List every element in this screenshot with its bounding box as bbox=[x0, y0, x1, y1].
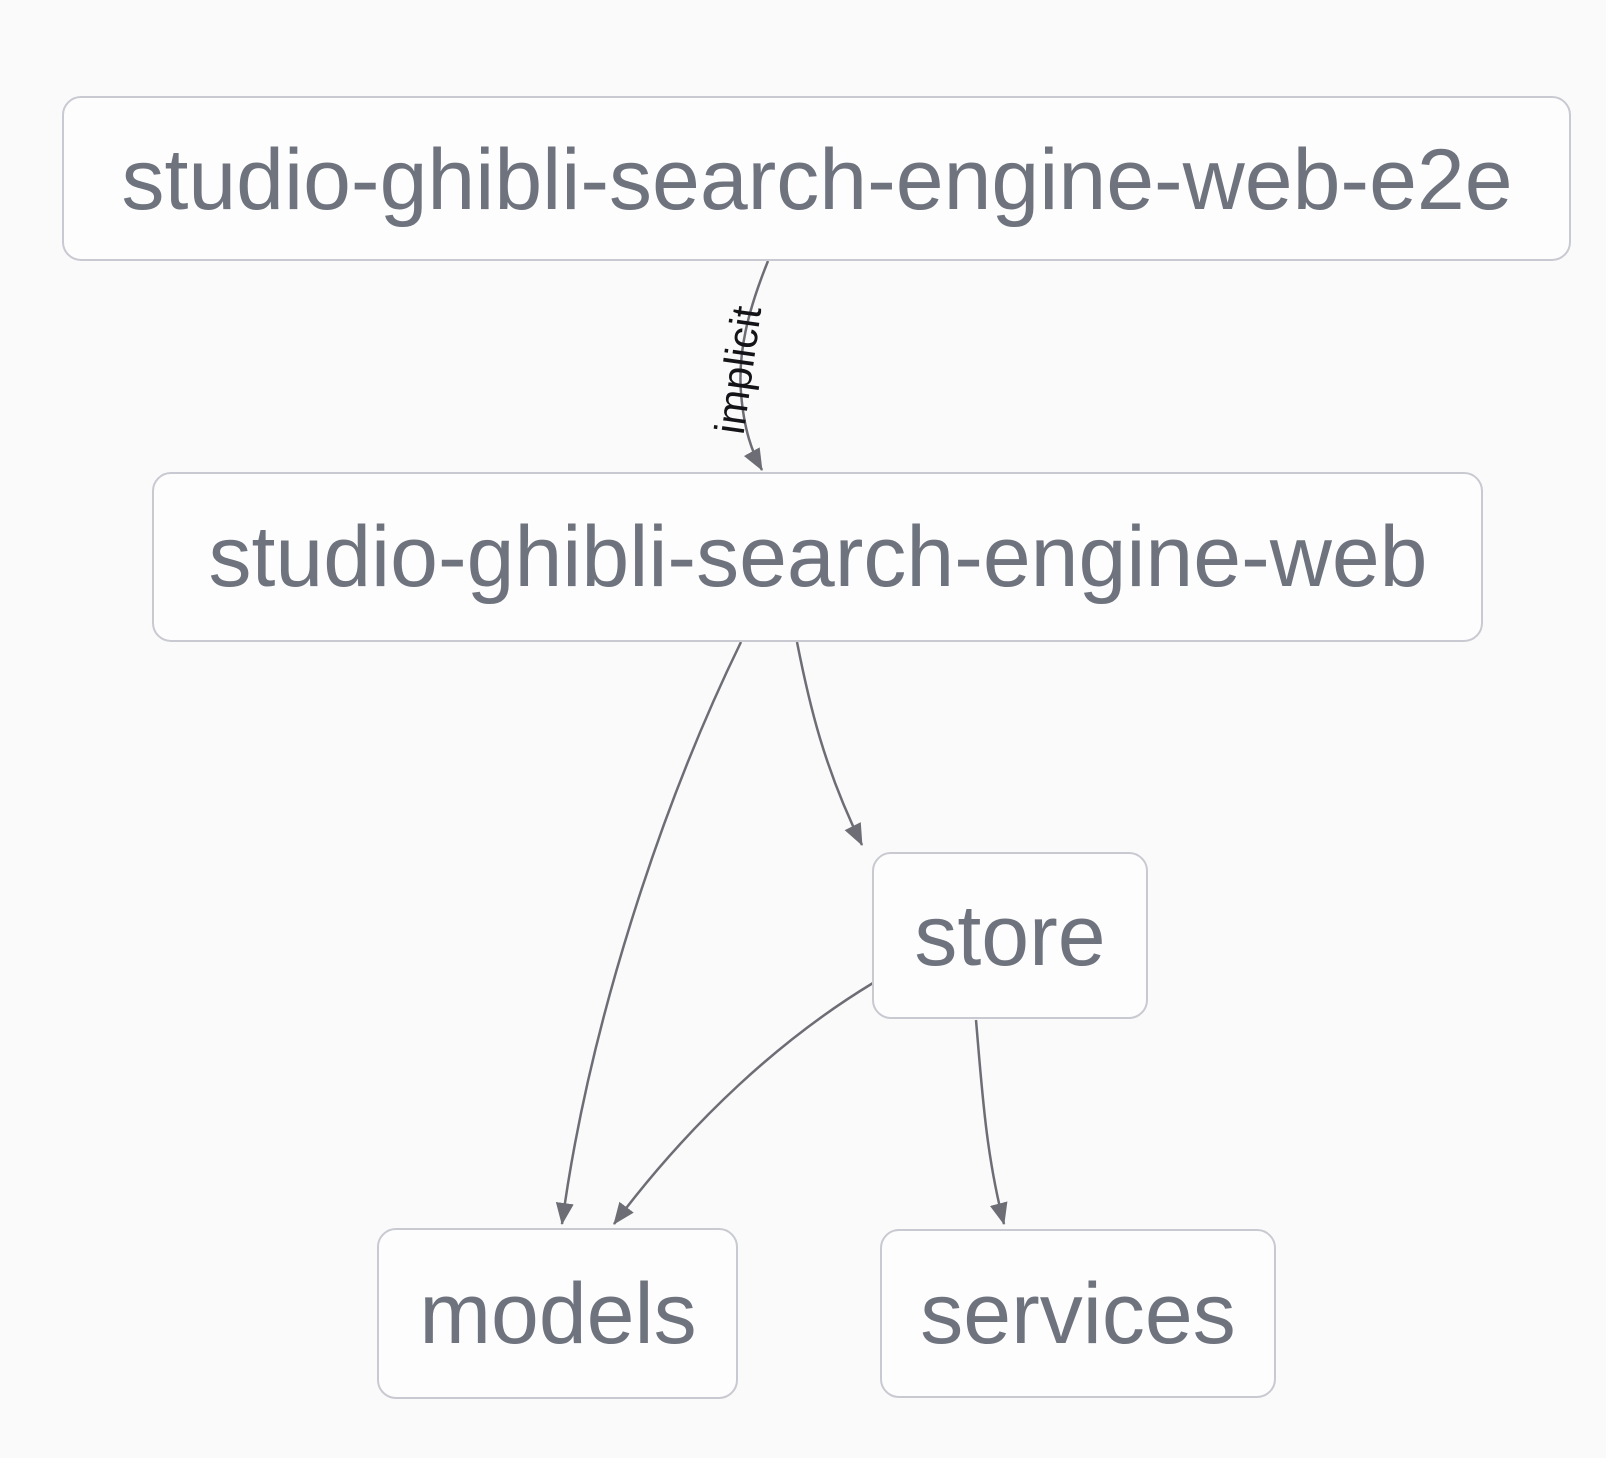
graph-node-studio-ghibli-search-engine-web[interactable]: studio-ghibli-search-engine-web bbox=[152, 472, 1483, 642]
edge-e2e-to-web[interactable] bbox=[739, 260, 770, 471]
node-box[interactable] bbox=[152, 472, 1483, 642]
edge-web-to-store[interactable] bbox=[795, 641, 864, 846]
edge-label-implicit: implicit bbox=[706, 303, 770, 437]
node-box[interactable] bbox=[62, 96, 1571, 261]
graph-node-studio-ghibli-search-engine-web-e2e[interactable]: studio-ghibli-search-engine-web-e2e bbox=[62, 96, 1571, 261]
edge-store-to-services[interactable] bbox=[974, 1019, 1008, 1225]
node-box[interactable] bbox=[880, 1229, 1276, 1398]
graph-node-store[interactable]: store bbox=[872, 852, 1148, 1019]
graph-node-services[interactable]: services bbox=[880, 1229, 1276, 1398]
edge-layer: implicit bbox=[555, 260, 1008, 1225]
node-label: services bbox=[920, 1266, 1235, 1362]
node-label: models bbox=[419, 1266, 696, 1362]
node-box[interactable] bbox=[377, 1228, 738, 1399]
graph-node-models[interactable]: models bbox=[377, 1228, 738, 1399]
node-label: studio-ghibli-search-engine-web-e2e bbox=[121, 132, 1512, 228]
edge-store-to-models[interactable] bbox=[613, 981, 874, 1225]
node-layer: studio-ghibli-search-engine-web-e2e stud… bbox=[62, 96, 1571, 1399]
node-label: studio-ghibli-search-engine-web bbox=[209, 509, 1428, 605]
edge-web-to-models[interactable] bbox=[555, 641, 743, 1225]
node-label: store bbox=[914, 888, 1105, 984]
node-box[interactable] bbox=[872, 852, 1148, 1019]
